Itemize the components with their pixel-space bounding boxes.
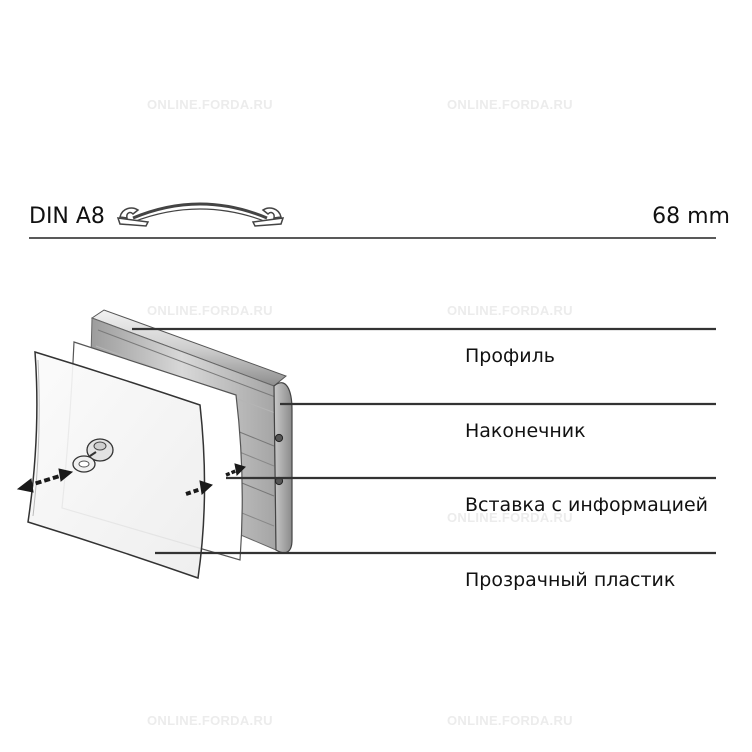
- watermark-text: ONLINE.FORDA.RU: [447, 303, 573, 318]
- callout-label-plastic: Прозрачный пластик: [465, 569, 676, 591]
- watermark-text: ONLINE.FORDA.RU: [447, 713, 573, 728]
- insert-arrow-icon: [225, 463, 246, 477]
- suction-knob-icon: [72, 438, 114, 473]
- size-label: 68 mm: [652, 204, 730, 229]
- watermark-text: ONLINE.FORDA.RU: [147, 713, 273, 728]
- insert-arrow-icon: [185, 480, 213, 496]
- end-cap: [273, 382, 293, 554]
- callout-label-profile: Профиль: [465, 345, 555, 367]
- callout-label-end-cap: Наконечник: [465, 420, 586, 442]
- watermark-text: ONLINE.FORDA.RU: [147, 97, 273, 112]
- transparent-plastic-sheet: [27, 350, 206, 580]
- format-label: DIN A8: [29, 204, 105, 229]
- watermark-text: ONLINE.FORDA.RU: [447, 97, 573, 112]
- profile-section-icon: [116, 202, 285, 227]
- watermark-text: ONLINE.FORDA.RU: [147, 303, 273, 318]
- double-arrow-icon: [16, 468, 74, 493]
- watermark-text: ONLINE.FORDA.RU: [447, 510, 573, 525]
- callout-label-insert: Вставка с информацией: [465, 494, 709, 516]
